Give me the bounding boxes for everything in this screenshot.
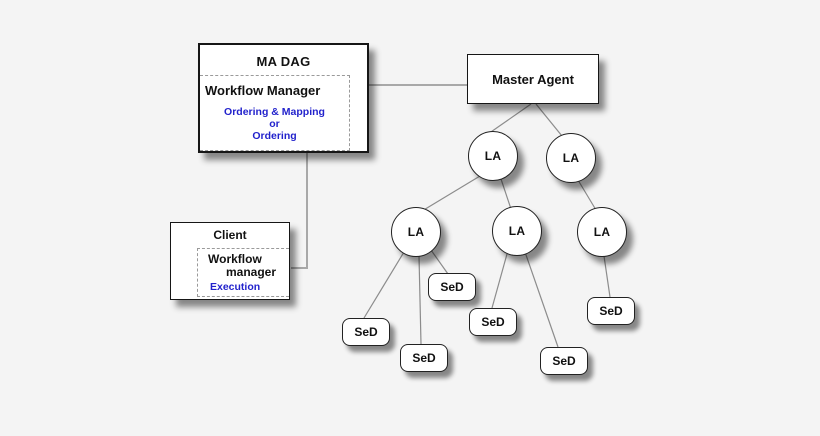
sed-node-1-label: SeD (412, 351, 436, 365)
ma-dag-box: MA DAG Workflow Manager Ordering & Mappi… (198, 43, 369, 153)
edge-la2-sed1 (418, 255, 422, 345)
ma-dag-inner-dashed-box: Workflow Manager Ordering & Mapping or O… (200, 75, 350, 151)
sed-node-5: SeD (587, 297, 635, 325)
edge-madag-client (291, 153, 308, 269)
sed-node-4: SeD (540, 347, 588, 375)
sed-node-1: SeD (400, 344, 448, 372)
ma-dag-workflow-manager-label: Workflow Manager (205, 83, 321, 98)
la-node-3: LA (492, 206, 542, 256)
ma-dag-mode-line-2: or (269, 118, 280, 130)
client-title: Client (213, 228, 247, 242)
la-node-0: LA (468, 131, 518, 181)
master-agent-title: Master Agent (492, 71, 574, 87)
la-node-2-label: LA (407, 225, 425, 239)
sed-node-0-label: SeD (354, 325, 378, 339)
la-node-0-label: LA (484, 149, 502, 163)
la-node-2: LA (391, 207, 441, 257)
ma-dag-mode-line-3: Ordering (252, 130, 297, 142)
edge-la0-la2 (421, 175, 481, 212)
ma-dag-mode-line-1: Ordering & Mapping (224, 106, 325, 118)
ma-dag-mode-text: Ordering & Mapping or Ordering (200, 106, 349, 142)
edge-master-la0 (487, 103, 532, 135)
edge-la0-la3 (500, 178, 512, 210)
edge-master-la1 (535, 103, 563, 137)
edge-la3-sed4 (524, 251, 559, 348)
sed-node-0: SeD (342, 318, 390, 346)
edge-la2-sed0 (363, 251, 405, 319)
la-node-3-label: LA (508, 224, 526, 238)
edge-la1-la4 (577, 179, 597, 211)
edge-la3-sed3 (491, 253, 508, 309)
edge-la4-sed5 (603, 255, 611, 298)
client-inner-dashed-box: Workflow manager Execution (197, 248, 289, 297)
sed-node-2-label: SeD (440, 280, 464, 294)
la-node-1: LA (546, 133, 596, 183)
master-agent-box: Master Agent (467, 54, 599, 104)
sed-node-5-label: SeD (599, 304, 623, 318)
ma-dag-title: MA DAG (256, 54, 311, 69)
sed-node-3: SeD (469, 308, 517, 336)
la-node-1-label: LA (562, 151, 580, 165)
client-box: Client Workflow manager Execution (170, 222, 290, 300)
sed-node-4-label: SeD (552, 354, 576, 368)
sed-node-3-label: SeD (481, 315, 505, 329)
client-workflow-label-line-1: Workflow (208, 252, 262, 266)
la-node-4: LA (577, 207, 627, 257)
la-node-4-label: LA (593, 225, 611, 239)
client-workflow-label-line-2: manager (226, 265, 277, 279)
sed-node-2: SeD (428, 273, 476, 301)
edge-la2-sed2 (430, 249, 449, 275)
client-execution-label: Execution (210, 281, 261, 293)
